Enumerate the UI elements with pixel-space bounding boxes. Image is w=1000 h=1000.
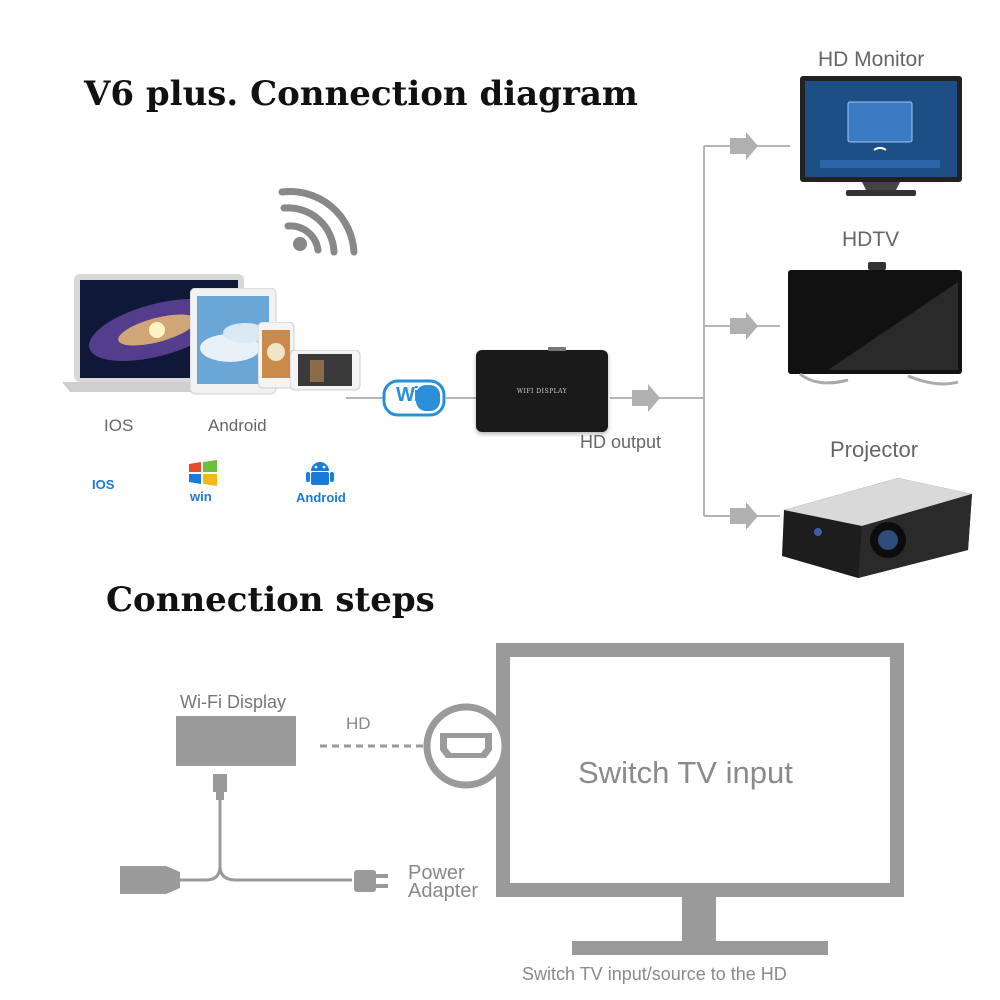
device-label: WIFI DISPLAY <box>516 388 568 395</box>
steps-caption: Switch TV input/source to the HD <box>522 964 787 984</box>
wifi-badge-icon <box>382 379 446 419</box>
wifi-display-device: WIFI DISPLAY <box>476 347 608 432</box>
diagram-connectors <box>346 132 790 530</box>
smartphone-landscape-image <box>290 350 362 392</box>
os-win-text: win <box>190 489 212 504</box>
wifi-display-label: Wi-Fi Display <box>180 692 286 712</box>
source-label-android: Android <box>208 416 267 435</box>
output-label-hdtv: HDTV <box>842 228 900 251</box>
tv-screen-text: Switch TV input <box>578 755 793 790</box>
output-label-hd-monitor: HD Monitor <box>818 48 925 71</box>
hd-monitor-image <box>800 76 964 198</box>
hd-output-label: HD output <box>580 432 662 452</box>
power-adapter-label-line1: Power <box>408 862 465 884</box>
output-label-projector: Projector <box>830 437 919 462</box>
source-label-ios: IOS <box>104 416 134 435</box>
os-ios-text: IOS <box>92 477 115 492</box>
android-robot-icon <box>306 459 334 489</box>
power-adapter-label-line2: Adapter <box>408 880 479 902</box>
hdtv-image <box>788 262 964 390</box>
windows-icon <box>187 460 219 486</box>
hd-connection-label: HD <box>346 714 371 733</box>
wifi-signal-icon <box>278 186 360 258</box>
steps-title: Connection steps <box>106 580 435 620</box>
device-port <box>548 347 566 351</box>
phone-image <box>258 322 296 390</box>
steps-illustration <box>0 630 1000 980</box>
os-android-text: Android <box>296 490 346 505</box>
wifi-badge-label: WiFi <box>395 384 435 406</box>
diagram-title: V6 plus. Connection diagram <box>84 74 638 114</box>
projector-image <box>778 470 974 582</box>
tablet-image <box>190 288 280 396</box>
